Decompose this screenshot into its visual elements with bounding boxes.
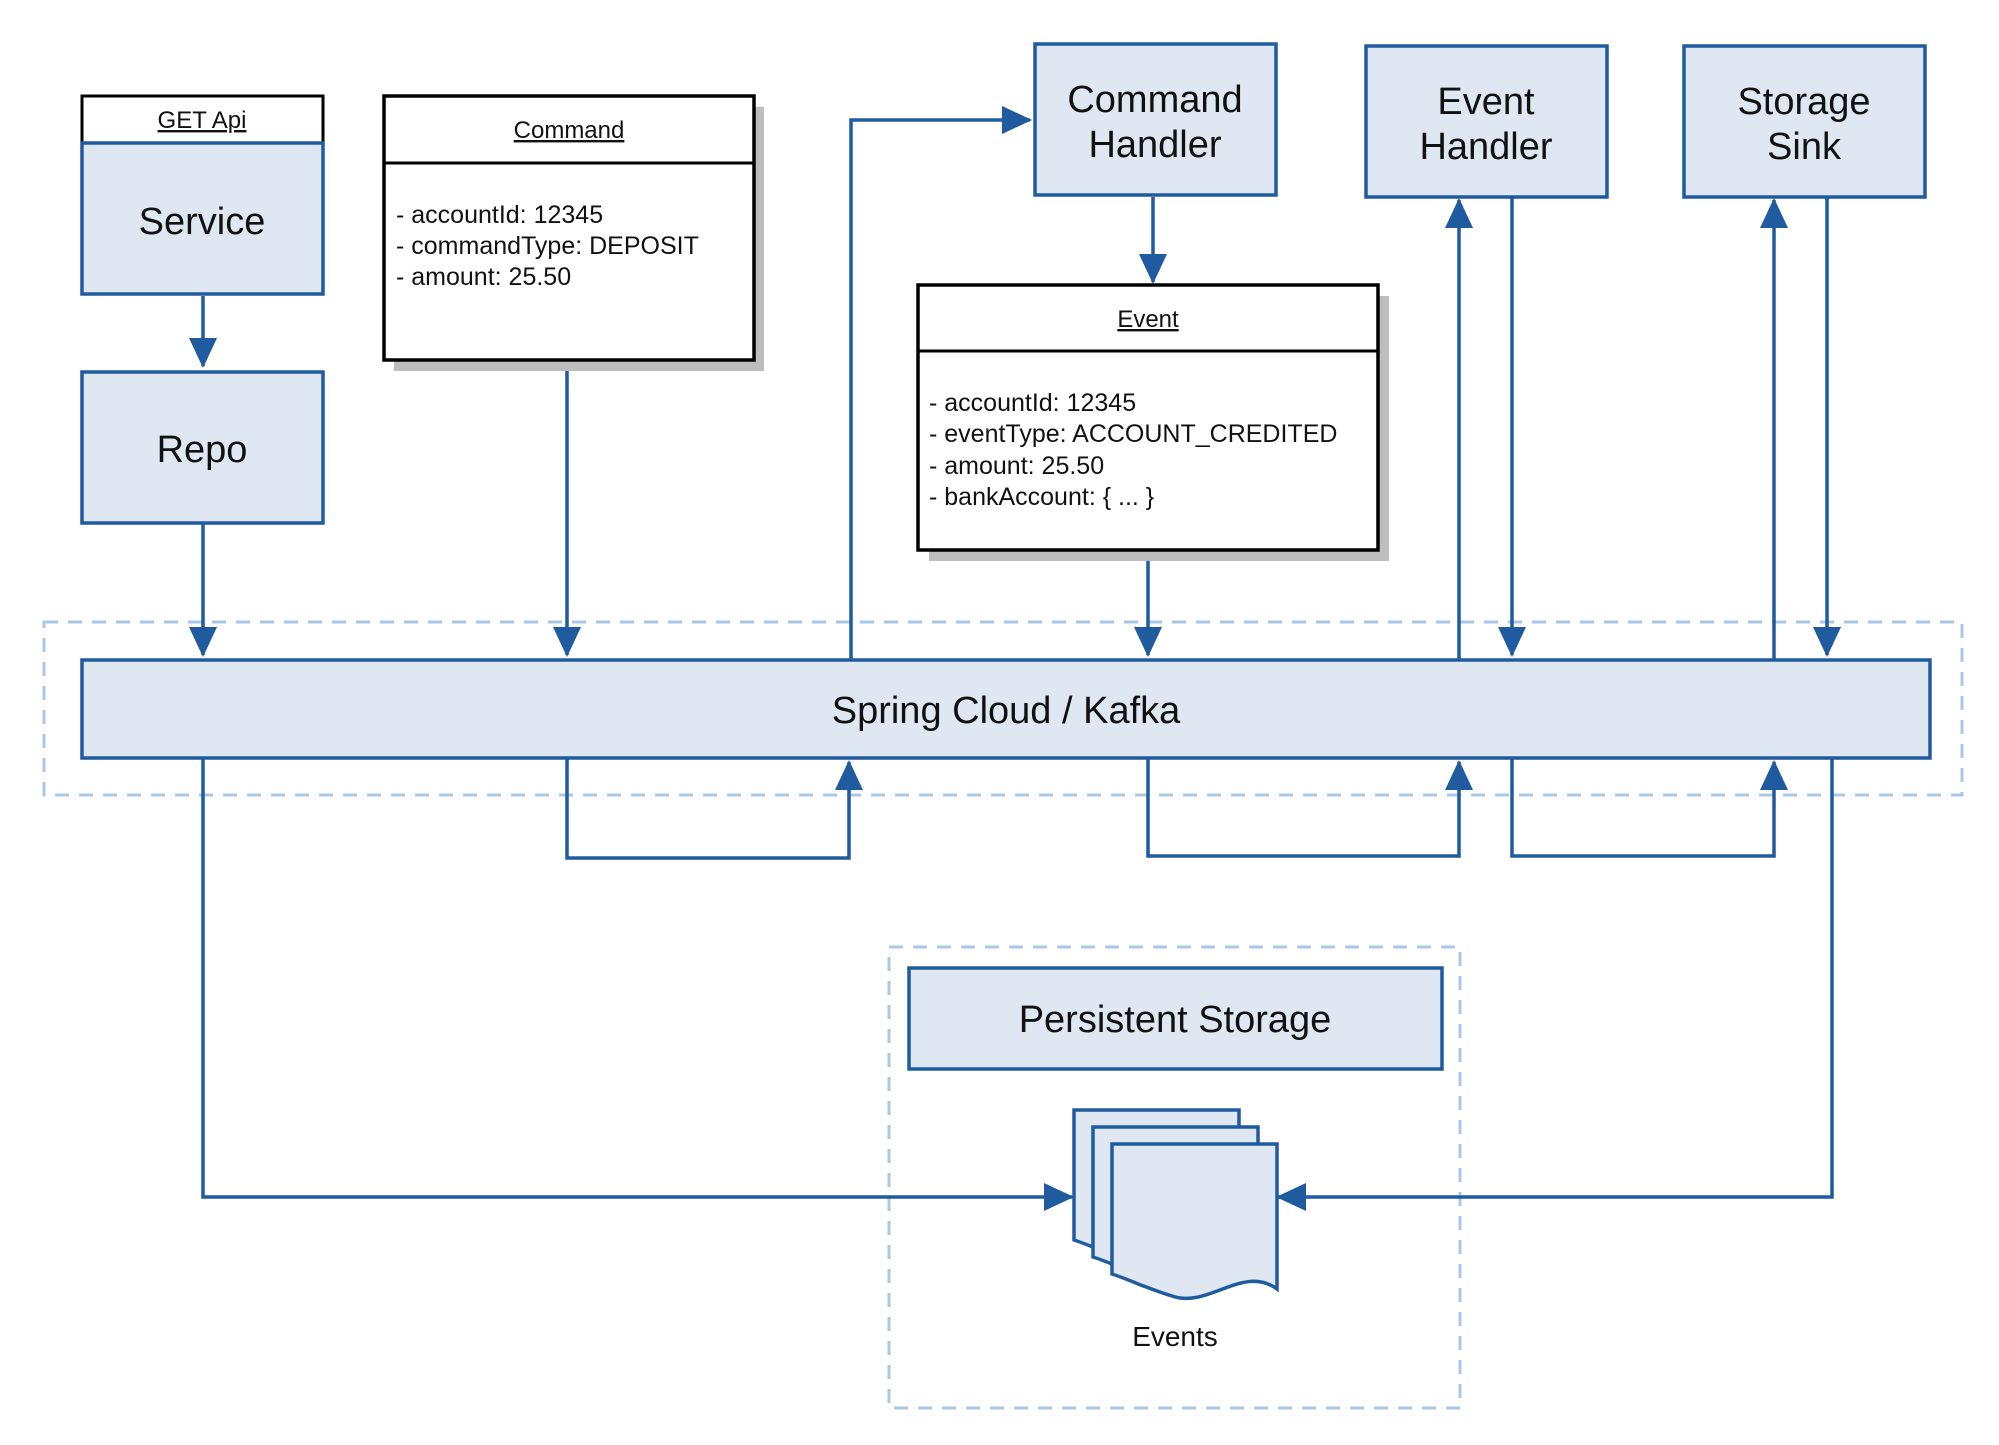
connectors — [189, 106, 1841, 1211]
command-handler-label: Command — [1067, 79, 1242, 121]
command-field: - amount: 25.50 — [396, 263, 571, 291]
event-field: - amount: 25.50 — [929, 452, 1104, 480]
repo-box — [80, 370, 325, 525]
document-front — [1110, 1142, 1279, 1301]
command-handler-node: Command Handler — [1033, 42, 1278, 197]
event-card: Event - accountId: 12345 - eventType: AC… — [916, 283, 1389, 561]
repo-node: Repo — [80, 370, 325, 525]
message-bus-label: Spring Cloud / Kafka — [832, 690, 1181, 732]
persistent-storage-label: Persistent Storage — [1019, 999, 1332, 1041]
persistent-storage-node: Persistent Storage — [907, 966, 1444, 1071]
arrow-bus-to-events-right — [1276, 758, 1834, 1211]
repo-label: Repo — [157, 429, 248, 471]
event-card-title: Event — [1117, 306, 1179, 333]
storage-sink-box — [1682, 44, 1927, 199]
storage-sink-node: Storage Sink — [1682, 44, 1927, 199]
service-label: Service — [139, 201, 266, 243]
loop-event-to-event-handler — [1146, 758, 1473, 858]
bus-group-border — [42, 620, 1964, 797]
loop-event-handler-to-storage-sink — [1510, 758, 1788, 858]
event-field: - eventType: ACCOUNT_CREDITED — [929, 420, 1337, 448]
command-handler-box — [1033, 42, 1278, 197]
storage-sink-label: Sink — [1767, 126, 1842, 168]
message-bus: Spring Cloud / Kafka — [80, 658, 1932, 760]
command-card-title: Command — [514, 117, 625, 144]
event-handler-node: Event Handler — [1364, 44, 1609, 199]
documents-icon — [1072, 1108, 1279, 1301]
storage-group-border — [887, 945, 1462, 1410]
service-node: GET Api Service — [80, 94, 325, 296]
message-bus-box — [80, 658, 1932, 760]
command-handler-label: Handler — [1088, 124, 1221, 166]
service-box — [80, 141, 325, 296]
command-field: - commandType: DEPOSIT — [396, 232, 699, 260]
arrow-bus-to-command-handler — [849, 106, 1032, 660]
persistent-storage-box — [907, 966, 1444, 1071]
event-handler-label: Handler — [1419, 126, 1552, 168]
command-field: - accountId: 12345 — [396, 201, 603, 229]
arrow-bus-to-events-left — [201, 758, 1074, 1211]
event-field: - bankAccount: { ... } — [929, 483, 1154, 511]
loop-command-to-bus — [565, 758, 863, 860]
get-api-label: GET Api — [158, 107, 247, 134]
events-label: Events — [1132, 1321, 1218, 1352]
event-field: - accountId: 12345 — [929, 389, 1136, 417]
storage-sink-label: Storage — [1737, 81, 1870, 123]
event-card-box — [916, 283, 1380, 552]
event-handler-label: Event — [1437, 81, 1535, 123]
command-card-box — [382, 94, 756, 362]
get-api-header — [80, 94, 325, 145]
command-card: Command - accountId: 12345 - commandType… — [382, 94, 764, 371]
event-handler-box — [1364, 44, 1609, 199]
